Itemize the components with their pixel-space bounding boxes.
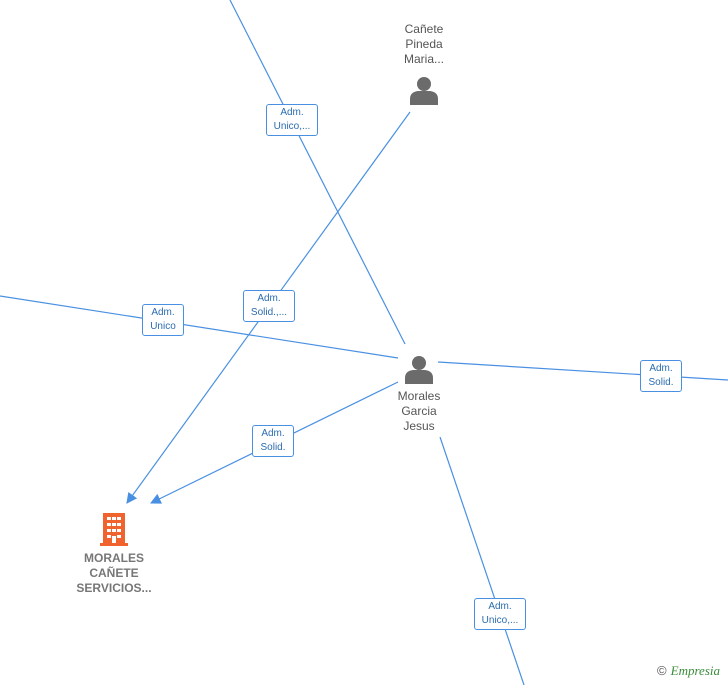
edge-label-line: Adm. <box>261 428 285 439</box>
edge-label-center[interactable]: Adm. Solid.,... <box>243 290 295 322</box>
edge-label-line: Unico,... <box>273 121 311 132</box>
edge-label-top-left[interactable]: Adm. Unico,... <box>266 104 318 136</box>
node-person-canete[interactable]: Cañete Pineda Maria... <box>384 22 464 105</box>
node-label-line: MORALES <box>84 551 144 565</box>
copyright-symbol: © <box>657 663 667 678</box>
brand-logo-text: Empresia <box>670 663 720 678</box>
person-icon <box>405 356 433 384</box>
edge-label-bottom[interactable]: Adm. Unico,... <box>474 598 526 630</box>
edge-label-lower-mid[interactable]: Adm. Solid. <box>252 425 294 457</box>
node-company-morales-canete[interactable]: MORALES CAÑETE SERVICIOS... <box>69 512 159 596</box>
node-label-line: Jesus <box>403 419 435 433</box>
node-label-line: CAÑETE <box>89 566 139 580</box>
node-label-line: SERVICIOS... <box>76 581 152 595</box>
edge-morales-to-right <box>437 361 728 381</box>
edge-label-line: Solid. <box>260 442 286 453</box>
edge-label-line: Unico,... <box>481 615 519 626</box>
edge-top-to-morales <box>229 0 406 345</box>
person-icon <box>410 77 438 105</box>
edge-label-line: Adm. <box>280 107 304 118</box>
node-label-line: Pineda <box>405 37 443 51</box>
edge-left-to-morales <box>0 295 399 359</box>
edge-label-line: Adm. <box>257 293 281 304</box>
node-label-line: Cañete <box>404 22 444 36</box>
edge-label-line: Adm. <box>151 307 175 318</box>
node-person-morales[interactable]: Morales Garcia Jesus <box>379 354 459 434</box>
edge-label-line: Solid. <box>648 377 674 388</box>
edge-label-line: Adm. <box>488 601 512 612</box>
edge-label-line: Solid.,... <box>250 307 288 318</box>
node-label-line: Garcia <box>401 404 437 418</box>
building-icon <box>100 513 128 546</box>
edge-label-line: Adm. <box>649 363 673 374</box>
node-label-line: Morales <box>397 389 441 403</box>
edge-label-right[interactable]: Adm. Solid. <box>640 360 682 392</box>
edge-morales-to-bottom <box>439 436 525 685</box>
empresia-watermark: ©Empresia <box>657 663 720 679</box>
edge-label-line: Unico <box>150 321 176 332</box>
node-label-line: Maria... <box>403 52 444 66</box>
edge-label-left[interactable]: Adm. Unico <box>142 304 184 336</box>
